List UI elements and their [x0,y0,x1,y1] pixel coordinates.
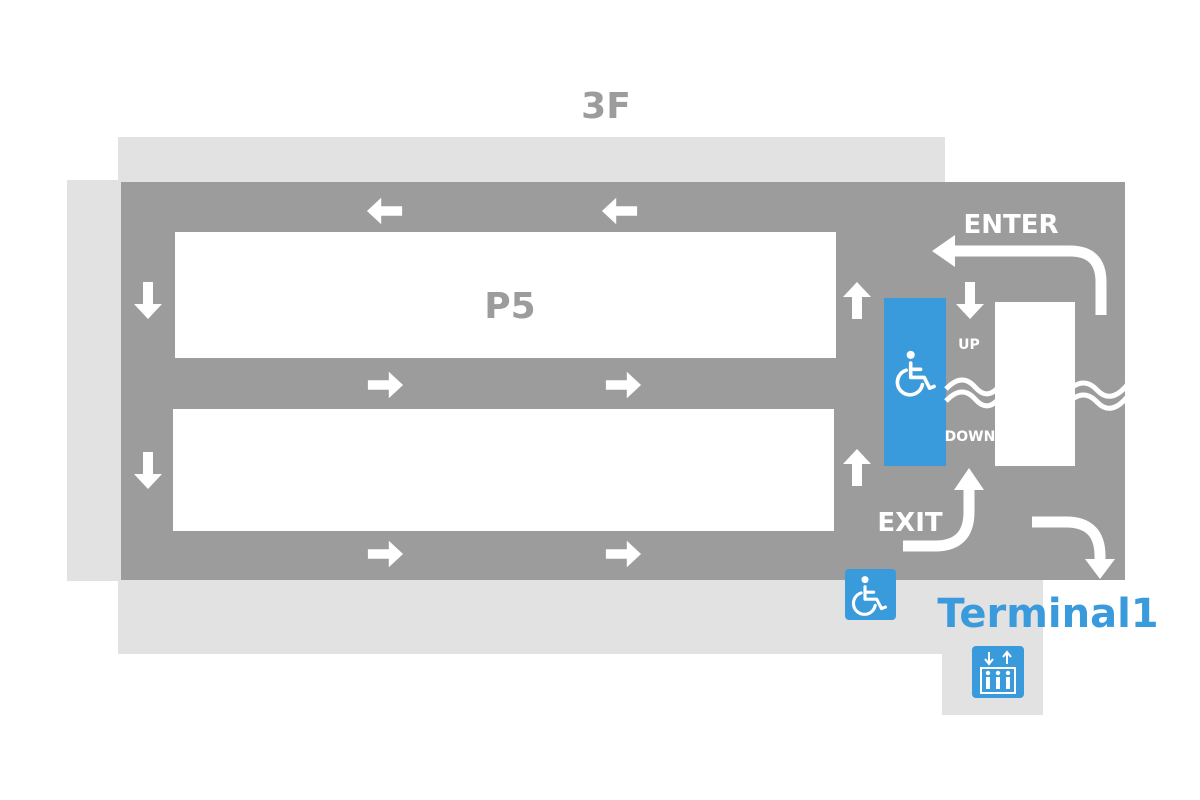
terminal-label: Terminal1 [937,591,1158,637]
floor-label: 3F [581,86,631,127]
down-label: DOWN [945,429,996,445]
zone-label: P5 [484,286,535,327]
ramp-block [995,302,1075,466]
parking-block-upper [175,232,836,358]
accessible-parking-space [884,298,946,466]
break-line-icon [1065,380,1130,411]
parking-block-lower [173,409,834,531]
outer-area-top [118,137,945,185]
curved-arrow-icon [932,235,1107,315]
exit-label: EXIT [877,508,942,538]
break-line-icon [944,377,1004,409]
enter-label: ENTER [963,210,1058,240]
outer-area-bottom [118,578,1043,654]
curved-arrow-icon [1032,516,1115,579]
outer-area-left [67,180,123,581]
curved-arrow-icon [903,468,984,552]
elevator-icon [972,646,1024,698]
up-label: UP [958,337,980,353]
